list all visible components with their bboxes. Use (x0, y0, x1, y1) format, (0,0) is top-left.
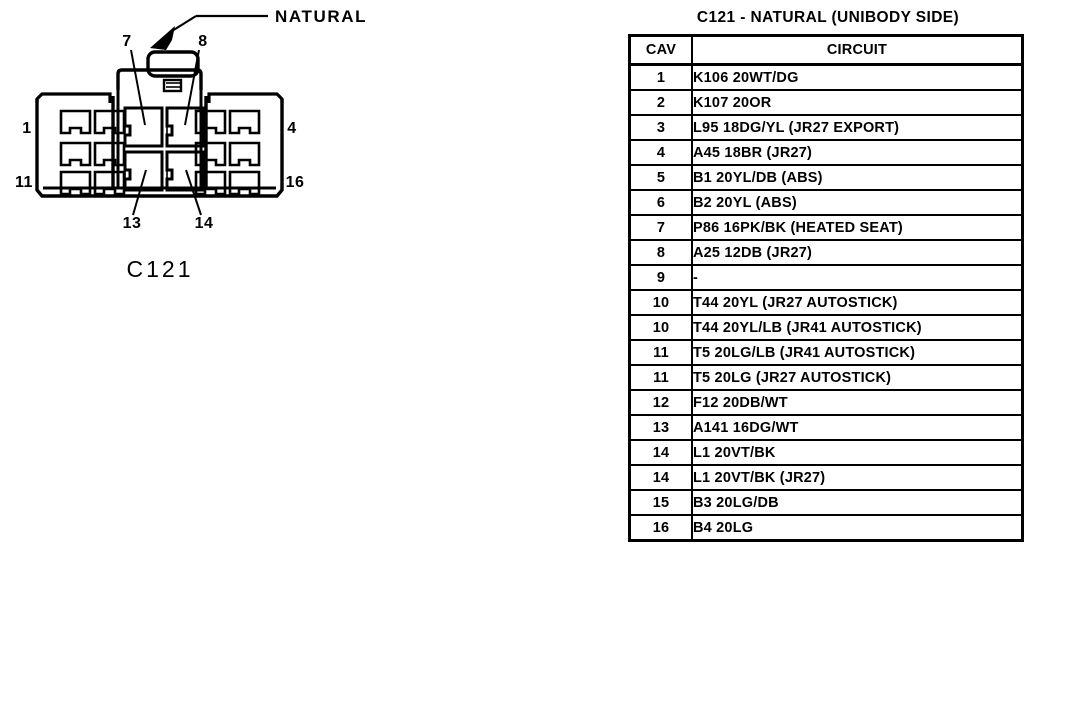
cell-cav: 8 (628, 239, 693, 266)
pin-label-4: 4 (287, 120, 296, 137)
cavity-16 (228, 170, 261, 196)
cavity-1 (59, 109, 92, 135)
connector-caption: C121 (127, 256, 194, 282)
cavity-3 (194, 109, 227, 135)
cell-cav: 14 (628, 464, 693, 491)
cavity-12 (93, 170, 126, 196)
cavity-2 (93, 109, 126, 135)
cell-cav: 16 (628, 514, 693, 542)
table-row: 9- (628, 264, 1024, 291)
cell-circuit: B3 20LG/DB (691, 489, 1024, 516)
cell-circuit: A45 18BR (JR27) (691, 139, 1024, 166)
cavity-11 (59, 170, 92, 196)
cell-circuit: T5 20LG/LB (JR41 AUTOSTICK) (691, 339, 1024, 366)
cavity-9s (228, 141, 261, 167)
pin-label-1: 1 (22, 120, 31, 137)
cell-cav: 10 (628, 314, 693, 341)
pin-label-7: 7 (122, 33, 131, 50)
pin-label-16: 16 (286, 174, 305, 191)
connector-illustration: NATURAL (15, 7, 367, 282)
cavity-8s (194, 141, 227, 167)
cavity-15 (194, 170, 227, 196)
column-header-circuit: CIRCUIT (691, 34, 1024, 66)
cavity-7s (93, 141, 126, 167)
cell-cav: 3 (628, 114, 693, 141)
cell-cav: 4 (628, 139, 693, 166)
pin-label-14: 14 (195, 215, 214, 232)
cell-circuit: K106 20WT/DG (691, 63, 1024, 91)
column-header-cav: CAV (628, 34, 693, 66)
cavity-4 (228, 109, 261, 135)
pin-label-11: 11 (15, 174, 33, 191)
cell-cav: 11 (628, 364, 693, 391)
cell-circuit: T5 20LG (JR27 AUTOSTICK) (691, 364, 1024, 391)
cell-circuit: L1 20VT/BK (JR27) (691, 464, 1024, 491)
cell-cav: 13 (628, 414, 693, 441)
cell-cav: 7 (628, 214, 693, 241)
cell-circuit: B2 20YL (ABS) (691, 189, 1024, 216)
cell-cav: 11 (628, 339, 693, 366)
connector-latch (146, 50, 200, 93)
cell-circuit: A141 16DG/WT (691, 414, 1024, 441)
cavity-6 (59, 141, 92, 167)
cell-circuit: T44 20YL/LB (JR41 AUTOSTICK) (691, 314, 1024, 341)
pin-label-13: 13 (123, 215, 142, 232)
cell-cav: 6 (628, 189, 693, 216)
cell-cav: 15 (628, 489, 693, 516)
cell-cav: 12 (628, 389, 693, 416)
cavity-leader-lines (130, 49, 202, 216)
cell-circuit: L1 20VT/BK (691, 439, 1024, 466)
cell-cav: 9 (628, 264, 693, 291)
pin-label-8: 8 (198, 33, 207, 50)
cell-circuit: - (691, 264, 1024, 291)
cell-circuit: P86 16PK/BK (HEATED SEAT) (691, 214, 1024, 241)
cell-circuit: B1 20YL/DB (ABS) (691, 164, 1024, 191)
cavity-group-center (123, 106, 206, 192)
cell-circuit: T44 20YL (JR27 AUTOSTICK) (691, 289, 1024, 316)
cavity-13 (123, 150, 164, 192)
natural-callout-leader (150, 14, 268, 50)
cavity-group-right (194, 109, 261, 196)
cell-cav: 14 (628, 439, 693, 466)
connector-diagram-panel: NATURAL (15, 7, 367, 282)
cell-circuit: L95 18DG/YL (JR27 EXPORT) (691, 114, 1024, 141)
cell-circuit: F12 20DB/WT (691, 389, 1024, 416)
natural-label: NATURAL (275, 7, 367, 26)
cell-cav: 1 (628, 63, 693, 91)
connector-body-outline (35, 68, 284, 198)
cell-circuit: K107 20OR (691, 89, 1024, 116)
table-title: C121 - NATURAL (UNIBODY SIDE) (696, 9, 960, 26)
cell-cav: 5 (628, 164, 693, 191)
cell-circuit: A25 12DB (JR27) (691, 239, 1024, 266)
cell-circuit: B4 20LG (691, 514, 1024, 542)
cavity-8 (165, 106, 206, 148)
cell-cav: 2 (628, 89, 693, 116)
cell-cav: 10 (628, 289, 693, 316)
